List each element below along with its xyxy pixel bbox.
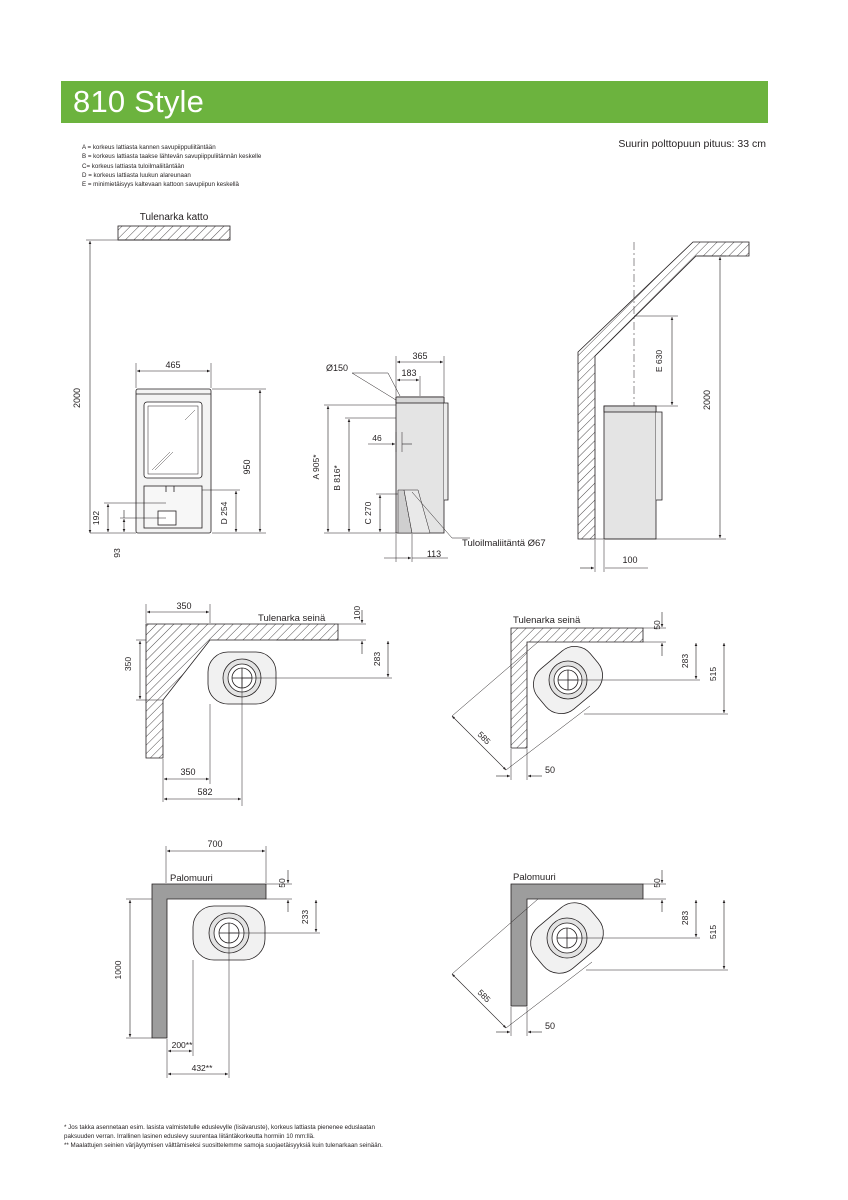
wall-label-1: Tulenarka seinä <box>258 613 326 624</box>
dim-200: 200** <box>172 1040 193 1050</box>
dim-585: 585 <box>476 987 493 1004</box>
stove-slope-view <box>603 405 657 540</box>
dim-350-top: 350 <box>176 601 191 611</box>
dim-183: 183 <box>401 368 416 378</box>
dim-50: 50 <box>277 878 287 888</box>
dim-width: 465 <box>165 360 180 370</box>
dim-50-bottom: 50 <box>545 765 555 775</box>
dim-slope-2000: 2000 <box>702 390 712 410</box>
slope-view: E 630 2000 100 <box>577 241 750 572</box>
dim-515: 515 <box>708 667 718 681</box>
footnote-2: ** Maalattujen seinien värjäytymisen väl… <box>64 1142 383 1149</box>
combustible-wall-1 <box>145 623 339 759</box>
dim-50-top: 50 <box>652 878 662 888</box>
dim-432: 432** <box>192 1063 213 1073</box>
dim-b: B 816* <box>332 465 342 491</box>
wall-label-3: Palomuuri <box>170 873 213 884</box>
max-log-length: Suurin polttopuun pituus: 33 cm <box>618 138 766 150</box>
wall-label-2: Tulenarka seinä <box>513 615 581 626</box>
dim-46: 46 <box>372 433 382 443</box>
legend: A = korkeus lattiasta kannen savupiippul… <box>82 143 261 189</box>
dim-100: 100 <box>352 606 362 620</box>
legend-item-c: C= korkeus lattiasta tuloilmaliitäntään <box>82 162 185 170</box>
ceiling-hatch <box>117 225 231 241</box>
dim-height: 950 <box>242 459 252 474</box>
dim-e: E 630 <box>654 350 664 372</box>
dim-283: 283 <box>680 911 690 925</box>
dim-1000: 1000 <box>113 960 123 979</box>
ceiling-label: Tulenarka katto <box>140 212 209 223</box>
page-title: 810 Style <box>73 84 205 119</box>
wall-label-4: Palomuuri <box>513 872 556 883</box>
title-band: 810 Style <box>61 81 768 123</box>
footnote-1: * Jos takka asennetaan esim. lasista val… <box>64 1124 375 1131</box>
dim-350-bottom: 350 <box>180 767 195 777</box>
dim-192: 192 <box>91 511 101 525</box>
legend-item-d: D = korkeus lattiasta luukun alareunaan <box>82 171 191 179</box>
dim-350-left: 350 <box>123 657 133 671</box>
footnotes: * Jos takka asennetaan esim. lasista val… <box>64 1123 383 1150</box>
dim-233: 233 <box>300 910 310 924</box>
dim-283: 283 <box>680 654 690 668</box>
dim-283: 283 <box>372 652 382 666</box>
front-view: Tulenarka katto 2000 465 <box>72 212 266 558</box>
air-inlet-label: Tuloilmaliitäntä Ø67 <box>462 538 546 549</box>
plan-combustible-wall-diagonal: Tulenarka seinä 50 283 515 <box>451 612 728 780</box>
legend-item-b: B = korkeus lattiasta taakse lähtevän sa… <box>82 153 262 161</box>
dim-50-top: 50 <box>652 620 662 630</box>
dim-93: 93 <box>112 548 122 558</box>
dim-585: 585 <box>476 729 493 746</box>
dim-113: 113 <box>427 549 441 559</box>
footnote-1-cont: paksuuden verran. Irrallinen lasinen edu… <box>64 1133 315 1140</box>
dim-a: A 905* <box>311 454 321 480</box>
dim-flue: Ø150 <box>326 363 348 373</box>
dim-door-bottom: D 254 <box>219 501 229 524</box>
plan-firewall-diagonal: Palomuuri 50 283 515 <box>451 870 728 1036</box>
dim-slope-100: 100 <box>622 555 637 565</box>
dim-700: 700 <box>207 839 222 849</box>
plan-firewall-straight: Palomuuri 700 50 233 1000 <box>113 839 320 1078</box>
dim-582: 582 <box>197 787 212 797</box>
dim-total-height: 2000 <box>72 388 82 408</box>
plan-combustible-wall-straight: Tulenarka seinä 350 100 283 3 <box>123 601 392 806</box>
dim-50-bottom: 50 <box>545 1021 555 1031</box>
dim-c: C 270 <box>363 501 373 524</box>
dim-515: 515 <box>708 925 718 939</box>
legend-item-a: A = korkeus lattiasta kannen savupiippul… <box>82 144 216 151</box>
dim-depth: 365 <box>412 351 427 361</box>
legend-item-e: E = minimietäisyys kaltevaan kattoon sav… <box>82 181 240 189</box>
side-view: 365 183 Ø150 46 A 905* B 816* <box>311 351 546 562</box>
